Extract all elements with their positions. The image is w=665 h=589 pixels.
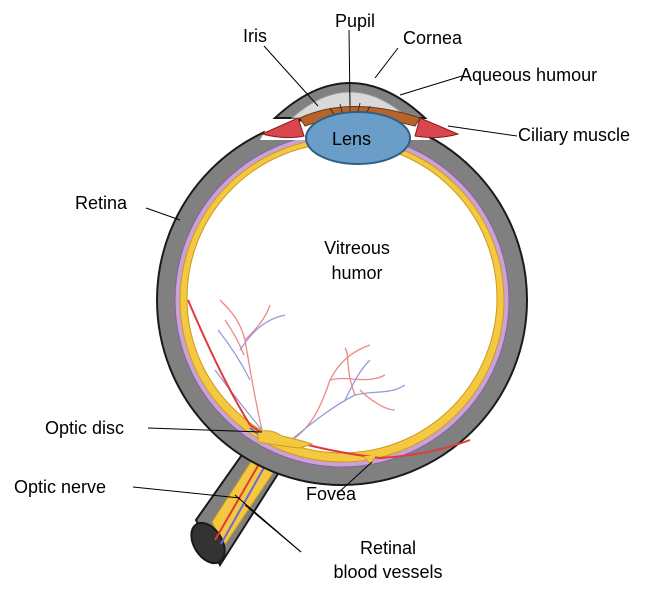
label-vitreous-2: humor (331, 263, 382, 283)
label-cornea: Cornea (403, 28, 463, 48)
label-vitreous-1: Vitreous (324, 238, 390, 258)
label-optic-disc: Optic disc (45, 418, 124, 438)
label-iris: Iris (243, 26, 267, 46)
label-ciliary-muscle: Ciliary muscle (518, 125, 630, 145)
ciliary-muscle-right (415, 118, 458, 138)
vitreous-body (187, 143, 497, 453)
label-aqueous-humour: Aqueous humour (460, 65, 597, 85)
label-fovea: Fovea (306, 484, 357, 504)
label-retinal-2: blood vessels (333, 562, 442, 582)
label-retinal-1: Retinal (360, 538, 416, 558)
label-pupil: Pupil (335, 11, 375, 31)
label-optic-nerve: Optic nerve (14, 477, 106, 497)
label-lens: Lens (332, 129, 371, 149)
label-retina: Retina (75, 193, 128, 213)
